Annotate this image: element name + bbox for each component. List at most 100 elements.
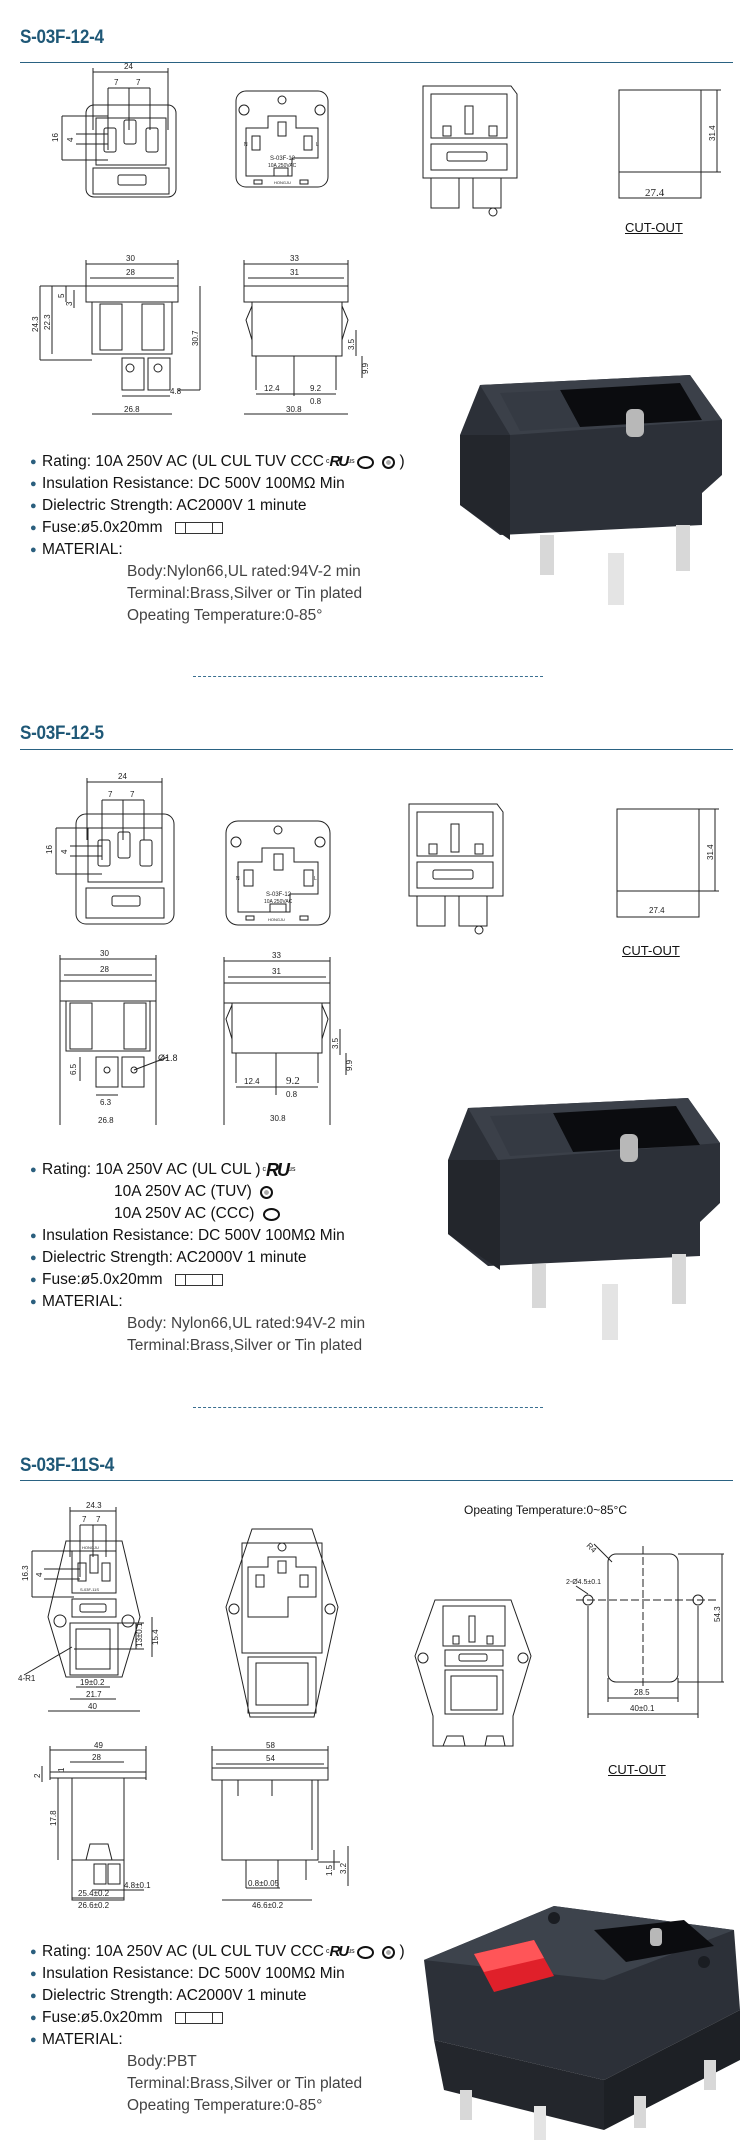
side-view-drawing: 30 28 Ø1.8 6.5 6.3 26.8 [59,949,178,1125]
bullet-icon: ● [30,2012,37,2024]
dim-label: 3.5 [347,338,356,350]
spec-material: ●MATERIAL: [30,1291,365,1313]
section-separator [193,1407,543,1408]
dim-label: 9.9 [361,362,370,374]
dim-label: 4.8±0.1 [124,1881,151,1890]
bullet-icon: ● [30,1164,37,1176]
material-item: Body:PBT [127,2053,197,2070]
spec-text: ) [399,453,405,470]
drawing-text: HONGJU [274,180,291,185]
dim-label: 7 [114,78,119,87]
dim-label: 31 [272,967,281,976]
back-view-drawing: S-03F-12 10A 250VAC HONGJU N L [235,90,329,188]
dim-label: 12.4 [244,1077,260,1086]
dim-label: 7 [96,1515,101,1524]
drawing-text: HONGJU [268,917,285,922]
dim-label: 28 [92,1753,101,1762]
ccc-cert-icon [356,455,374,469]
dim-label: 54 [266,1754,275,1763]
drawing-text: S-03F-12 [266,892,292,898]
spec-text: Fuse:ø5.0x20mm [42,519,163,536]
logo-text: RU [266,1160,290,1180]
dim-label: 26.8 [98,1116,114,1125]
dim-label: 4 [66,137,75,142]
bullet-icon: ● [30,500,37,512]
spec-text: Insulation Resistance: DC 500V 100MΩ Min [42,1965,345,1982]
dim-label: 7 [130,790,135,799]
spec-text: 10A 250V AC (CCC) [114,1205,255,1222]
dim-label: 7 [108,790,113,799]
bullet-icon: ● [30,1252,37,1264]
isometric-drawing [408,803,504,935]
dim-label: 4 [35,1572,44,1577]
spec-text: Rating: 10A 250V AC (UL CUL TUV CCC [42,453,324,470]
dim-label: 24.3 [86,1501,102,1510]
cutout-label: CUT-OUT [625,220,683,235]
dim-label: 4-R1 [18,1674,36,1683]
drawing-text: S-03F-11S [80,1587,99,1592]
dim-label: 3.2 [339,1862,348,1874]
front-view-drawing: 24.3 7 7 16.3 4 HONGJU S-03F-11S 13±0.1 … [18,1501,160,1712]
spec-rating-ccc: 10A 250V AC (CCC) [30,1203,365,1225]
dim-label: 30.8 [270,1114,286,1123]
product-photo [424,1906,740,2140]
drawing-text: N [236,876,240,882]
dim-label: 2-Ø4.5±0.1 [566,1579,601,1586]
side-view-drawing: 58 54 1.5 3.2 0.8±0.05 46.6±0.2 [211,1741,349,1910]
dim-label: 30 [126,254,135,263]
dim-label: 12.4 [264,384,280,393]
logo-text: us [347,1948,355,1955]
dim-label: R4 [585,1541,599,1555]
dim-label: 1.5 [325,1864,334,1876]
fuse-icon [174,521,223,534]
bullet-icon: ● [30,478,37,490]
dim-label: 30 [100,949,109,958]
dim-label: 9.2 [310,384,322,393]
spec-dielectric: ●Dielectric Strength: AC2000V 1 minute [30,1985,405,2007]
bullet-icon: ● [30,1946,37,1958]
spec-text: MATERIAL: [42,2031,123,2048]
ccc-cert-icon [263,1207,281,1221]
dim-label: 6.5 [69,1063,78,1075]
product-photo [448,1098,720,1340]
spec-material: ● MATERIAL: [30,2029,405,2051]
dim-label: 22.3 [43,314,52,330]
dim-label: 0.8±0.05 [248,1879,280,1888]
dim-label: 24.3 [31,316,40,332]
dim-label: 19±0.2 [80,1678,105,1687]
dim-label: 16 [45,845,54,854]
drawing-text: S-03F-12 [270,156,296,162]
dim-label: 9.9 [345,1059,354,1071]
spec-fuse: ● Fuse:ø5.0x20mm [30,2007,405,2029]
section-title: S-03F-12-5 [20,723,104,744]
dim-label: 16 [51,133,60,142]
material-item: Opeating Temperature:0-85° [127,607,323,624]
tuv-cert-icon [260,1185,274,1199]
drawing-text: L [316,142,319,148]
spec-fuse: ●Fuse:ø5.0x20mm [30,1269,365,1291]
spec-dielectric: ● Dielectric Strength: AC2000V 1 minute [30,495,405,517]
dim-label: 4.8 [170,387,182,396]
tuv-cert-icon [382,455,396,469]
logo-text: RU [329,1943,350,1960]
dim-label: 2 [33,1773,42,1778]
section-divider [20,749,733,750]
logo-text: RU [329,453,350,470]
dim-label: 46.6±0.2 [252,1901,284,1910]
dim-label: 33 [290,254,299,263]
logo-text: c [326,1948,330,1955]
spec-text: Fuse:ø5.0x20mm [42,2009,163,2026]
spec-insulation: ●Insulation Resistance: DC 500V 100MΩ Mi… [30,473,405,495]
spec-text: MATERIAL: [42,541,123,558]
dim-label: 54.3 [713,1606,722,1622]
section-title: S-03F-12-4 [20,27,104,48]
tuv-cert-icon [382,1945,396,1959]
spec-text: Dielectric Strength: AC2000V 1 minute [42,497,307,514]
bullet-icon: ● [30,1230,37,1242]
bullet-icon: ● [30,2034,37,2046]
section-separator [193,676,543,677]
spec-insulation: ●Insulation Resistance: DC 500V 100MΩ Mi… [30,1963,405,1985]
